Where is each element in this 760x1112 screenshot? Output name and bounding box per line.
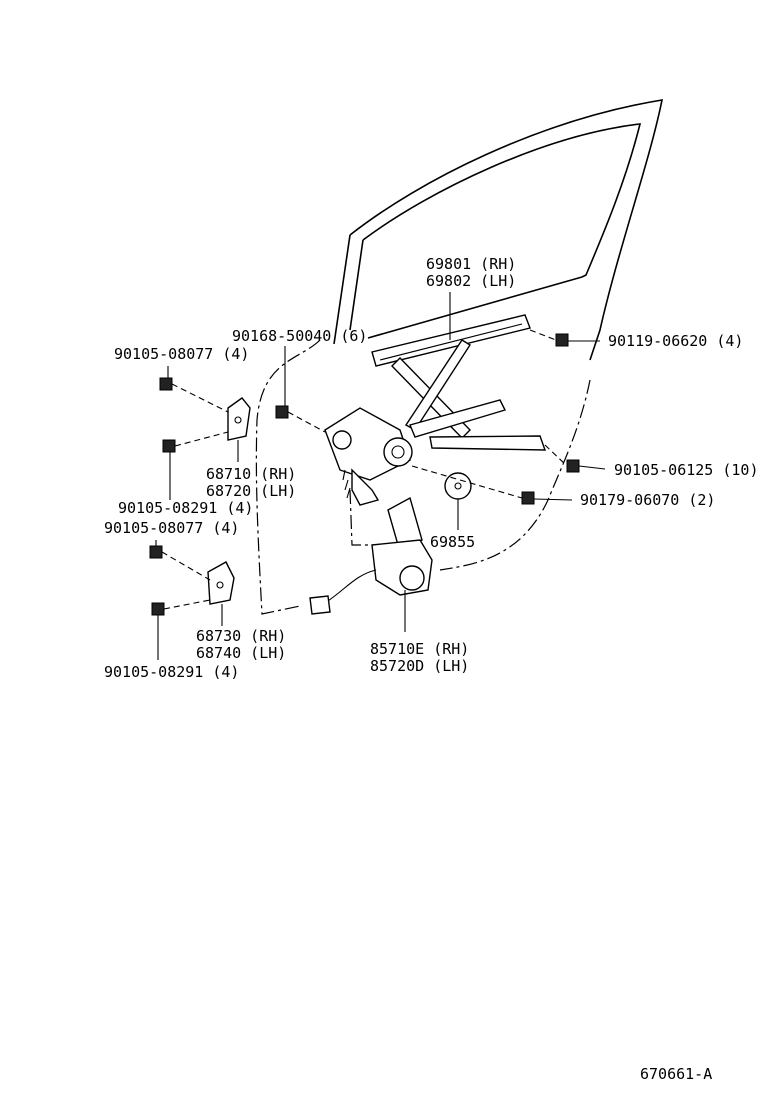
label-90105-08291-lower: 90105-08291 (4) [104,663,240,681]
label-68730: 68730 (RH) [196,627,287,645]
door-glass-frame [333,99,664,361]
label-90105-08291-upper: 90105-08291 (4) [118,499,254,517]
leader-lines [155,292,606,660]
label-90179: 90179-06070 (2) [580,491,716,509]
guide-lower [207,561,235,605]
label-68710: 68710 (RH) [206,465,297,483]
door-panel-outline [255,339,591,615]
washer-69855 [444,472,472,500]
label-69801: 69801 (RH) [426,255,517,273]
assembly-lines [161,329,568,610]
label-90168: 90168-50040 (6) [232,327,368,345]
label-90119: 90119-06620 (4) [608,332,744,350]
label-69855: 69855 [430,533,476,551]
label-68720: 68720 (LH) [206,482,297,500]
label-68740: 68740 (LH) [196,644,287,662]
label-90105-08077-upper: 90105-08077 (4) [114,345,250,363]
label-69802: 69802 (LH) [426,272,517,290]
figure-id: 670661-A [640,1065,713,1083]
label-85720: 85720D (LH) [370,657,470,675]
label-90105-08077-lower: 90105-08077 (4) [104,519,240,537]
guide-upper [227,397,251,441]
window-regulator [324,314,546,506]
regulator-motor [309,496,433,615]
label-90105-06125: 90105-06125 (10) [614,461,759,479]
label-85710: 85710E (RH) [370,640,470,658]
